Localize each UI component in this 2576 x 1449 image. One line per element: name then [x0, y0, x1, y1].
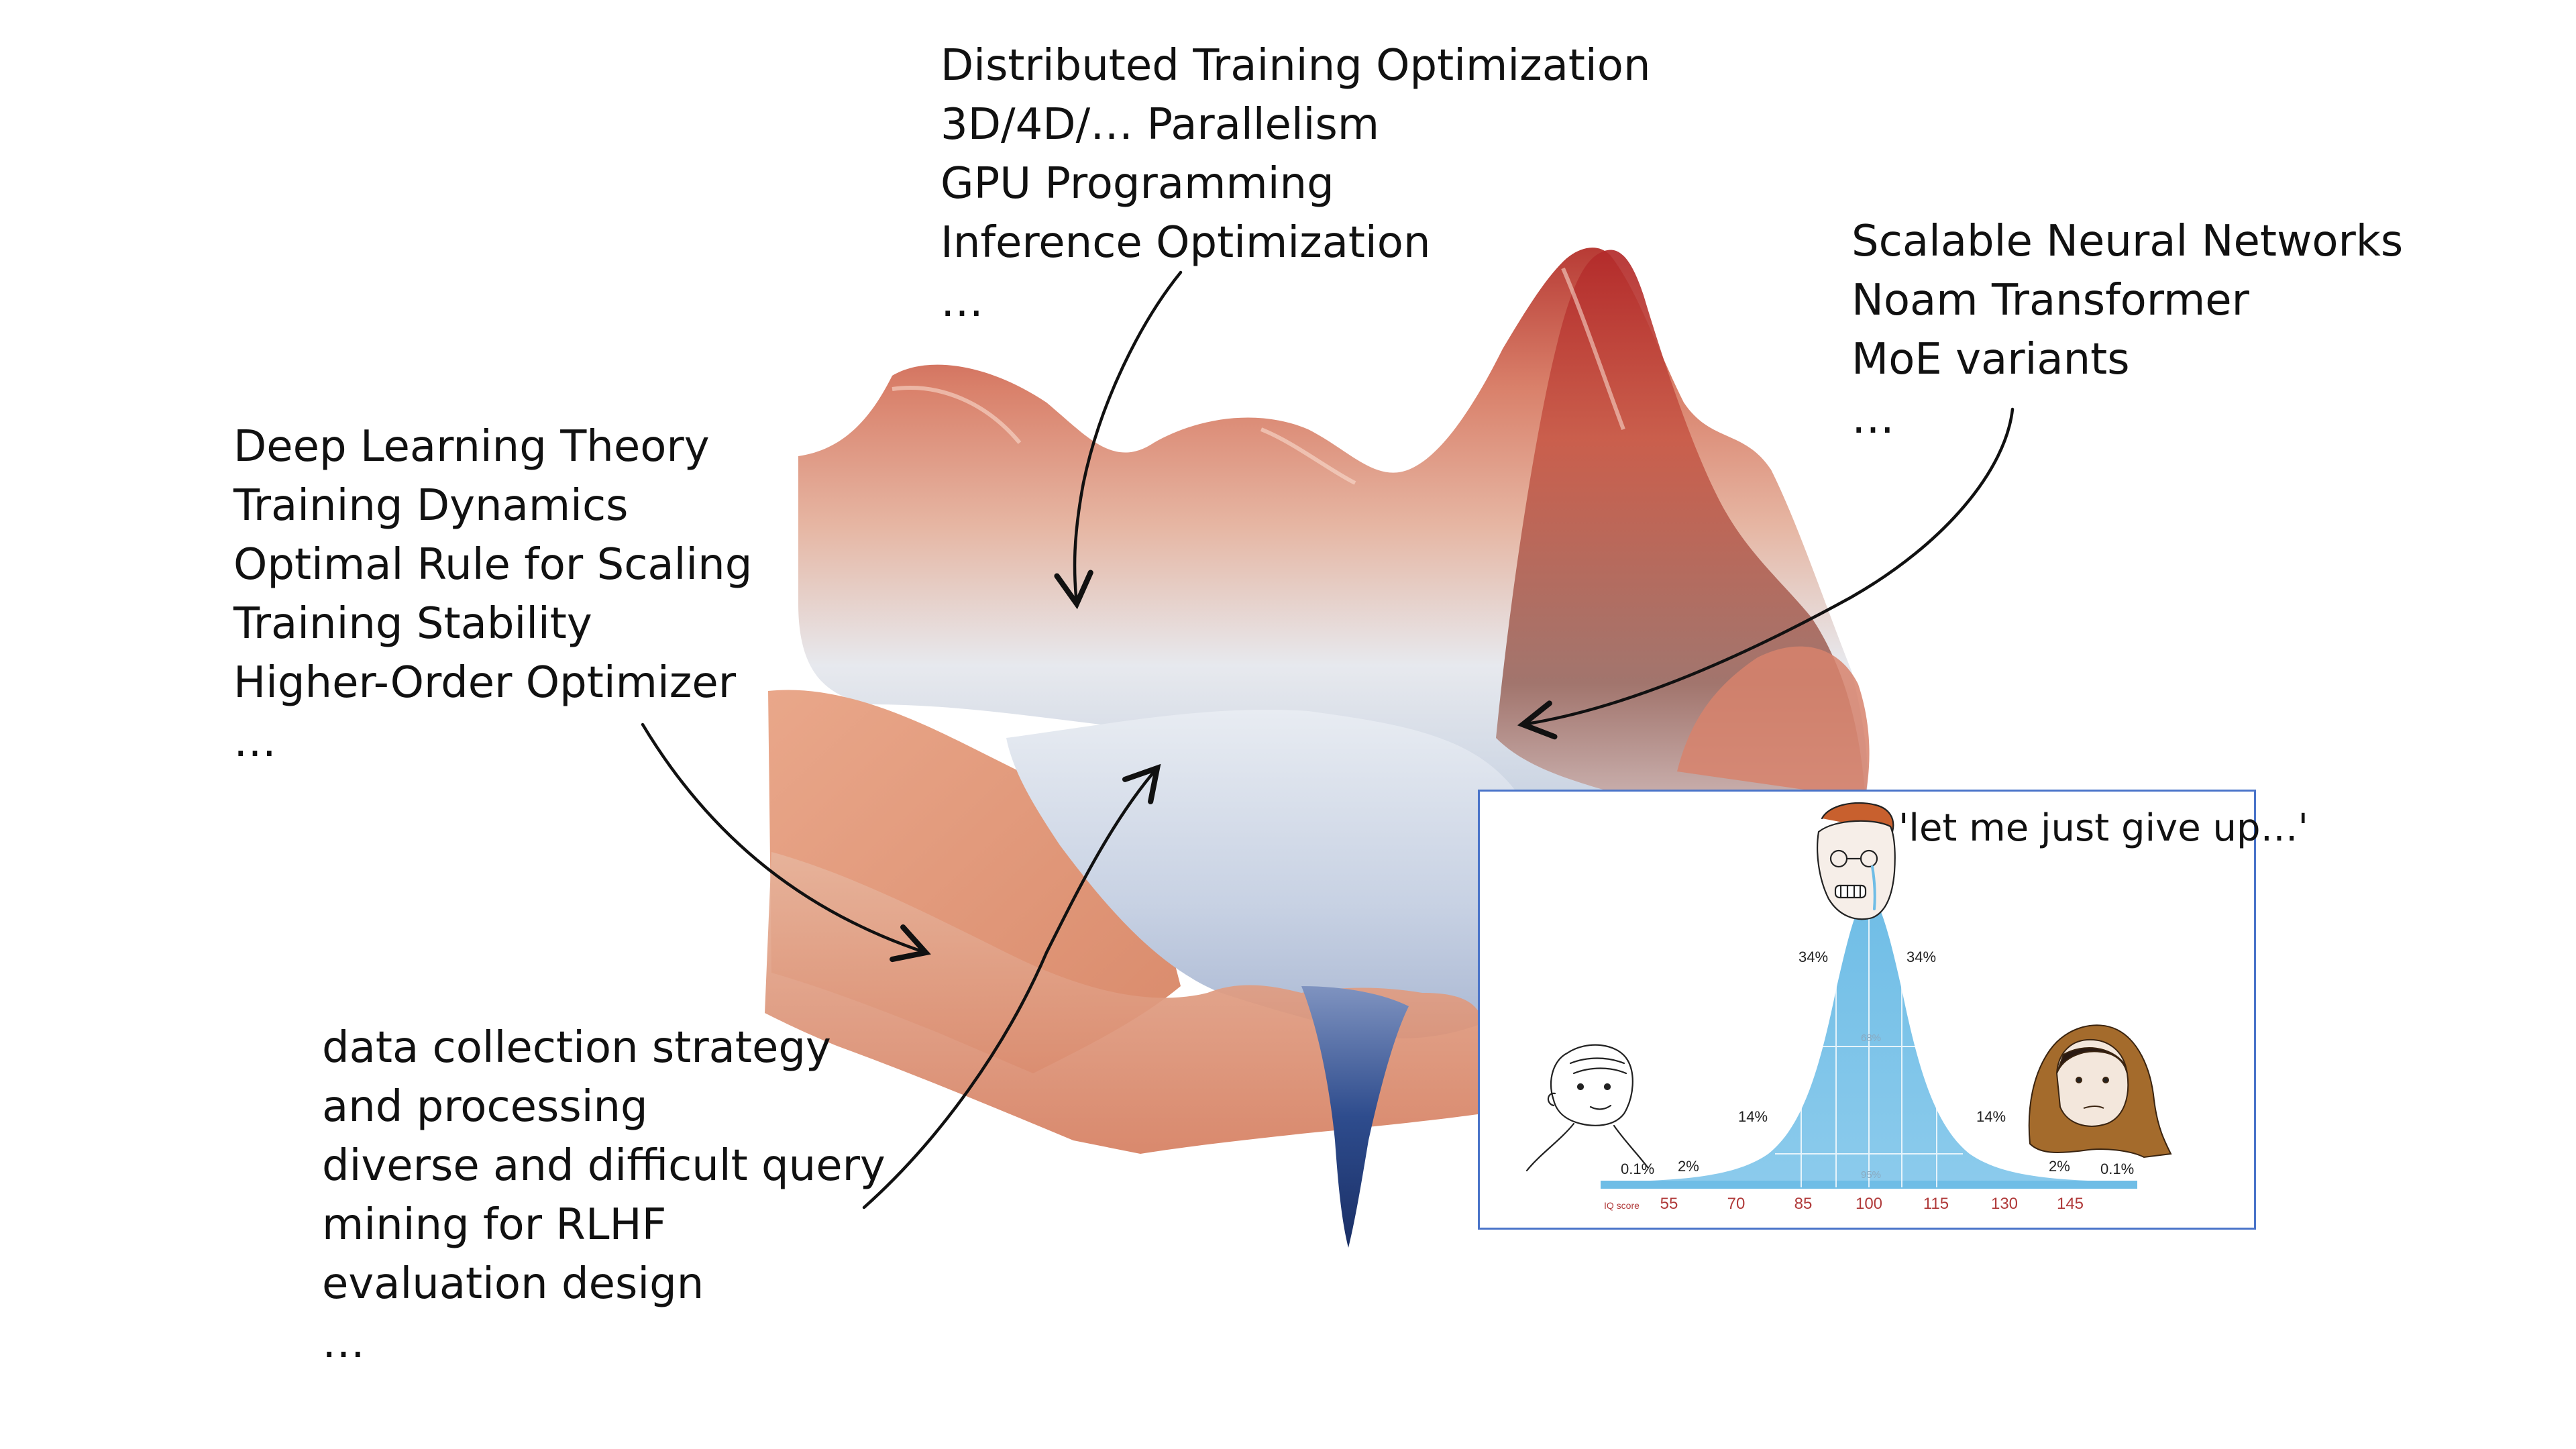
architecture-line-4: …	[1851, 394, 1894, 443]
arrow-right	[1517, 407, 2015, 740]
systems-line-3: GPU Programming	[941, 159, 1334, 209]
text-block-data: data collection strategy and processing …	[322, 1018, 885, 1373]
theory-line-1: Deep Learning Theory	[233, 422, 710, 472]
pct-center-68: 68%	[1861, 1032, 1881, 1044]
theory-line-2: Training Dynamics	[233, 481, 629, 531]
bell-curve-figure: 0.1% 2% 14% 34% 34% 14% 2% 0.1% 68% 95% …	[1525, 802, 2172, 1213]
theory-line-4: Training Stability	[233, 599, 592, 649]
pct-right-2: 2%	[2049, 1158, 2070, 1175]
landscape-right-shoulder	[1677, 646, 1870, 798]
pct-left-tail: 0.1%	[1621, 1161, 1654, 1177]
theory-line-3: Optimal Rule for Scaling	[233, 540, 753, 590]
data-line-6: …	[322, 1318, 365, 1368]
landscape-pit	[1301, 986, 1409, 1248]
bell-curve-meme-inset: 0.1% 2% 14% 34% 34% 14% 2% 0.1% 68% 95% …	[1478, 790, 2256, 1230]
iq-tick-115: 115	[1923, 1195, 1949, 1213]
pct-right-tail: 0.1%	[2100, 1161, 2134, 1177]
arrows	[641, 270, 2015, 1210]
landscape-sheen	[892, 267, 1625, 485]
pct-left-34: 34%	[1799, 949, 1828, 965]
iq-tick-70: 70	[1727, 1195, 1746, 1213]
iq-axis-title: IQ score	[1604, 1200, 1640, 1211]
systems-line-2: 3D/4D/… Parallelism	[941, 100, 1380, 150]
architecture-line-2: Noam Transformer	[1851, 276, 2249, 325]
text-block-architecture: Scalable Neural Networks Noam Transforme…	[1851, 212, 2403, 448]
landscape-front-ledge	[765, 852, 1483, 1154]
architecture-line-3: MoE variants	[1851, 335, 2130, 384]
pct-center-95: 95%	[1861, 1169, 1881, 1181]
data-line-2: and processing	[322, 1082, 648, 1132]
systems-line-5: …	[941, 277, 983, 327]
theory-line-6: …	[233, 717, 276, 767]
pct-right-34: 34%	[1907, 949, 1936, 965]
data-line-1: data collection strategy	[322, 1023, 831, 1073]
crying-face-drawing	[1817, 802, 1896, 920]
systems-line-4: Inference Optimization	[941, 218, 1431, 268]
hooded-figure-drawing	[2028, 1024, 2172, 1159]
arrow-bottom	[862, 763, 1161, 1210]
iq-tick-145: 145	[2057, 1195, 2084, 1213]
systems-line-1: Distributed Training Optimization	[941, 41, 1651, 91]
simple-face-drawing	[1525, 1044, 1649, 1172]
iq-tick-100: 100	[1856, 1195, 1882, 1213]
data-line-4: mining for RLHF	[322, 1200, 667, 1250]
pct-left-14: 14%	[1738, 1108, 1768, 1125]
arrow-left	[641, 722, 931, 963]
iq-tick-85: 85	[1794, 1195, 1813, 1213]
iq-tick-130: 130	[1991, 1195, 2018, 1213]
data-line-5: evaluation design	[322, 1259, 704, 1309]
theory-line-5: Higher-Order Optimizer	[233, 658, 737, 708]
text-block-systems: Distributed Training Optimization 3D/4D/…	[941, 36, 1651, 331]
pct-right-14: 14%	[1976, 1108, 2006, 1125]
text-block-theory: Deep Learning Theory Training Dynamics O…	[233, 417, 752, 771]
iq-tick-55: 55	[1660, 1195, 1678, 1213]
meme-quote: 'let me just give up…'	[1898, 806, 2308, 850]
arrow-top	[1054, 270, 1183, 610]
data-line-3: diverse and difficult query	[322, 1141, 885, 1191]
pct-left-2: 2%	[1678, 1158, 1699, 1175]
bell-curve-dividers	[1775, 896, 1963, 1187]
architecture-line-1: Scalable Neural Networks	[1851, 217, 2404, 266]
